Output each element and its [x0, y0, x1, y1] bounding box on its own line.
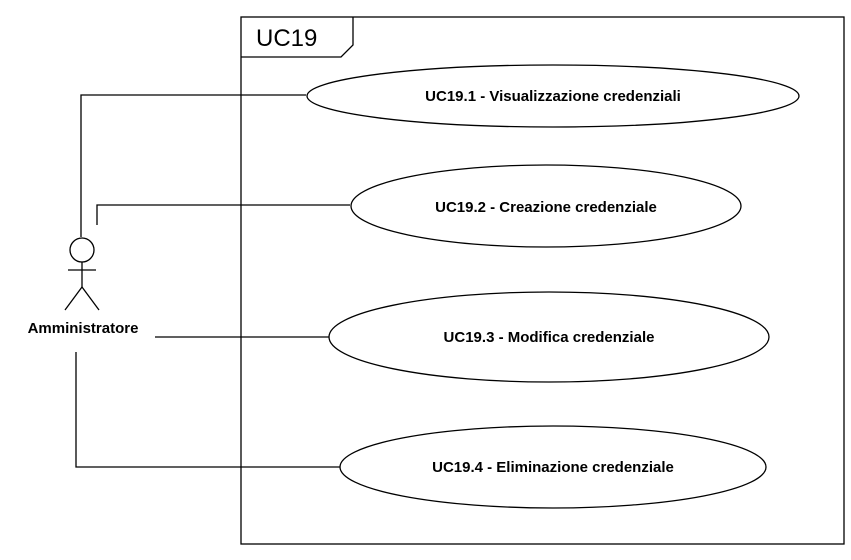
use-case-ellipse — [306, 64, 800, 128]
use-case-label: UC19.4 - Eliminazione credenziale — [432, 459, 674, 476]
association-uc19-4 — [75, 352, 341, 468]
actor-figure[interactable] — [64, 237, 100, 311]
use-case-ellipse — [339, 425, 767, 509]
association-uc19-1 — [80, 94, 306, 237]
actor-label: Amministratore — [28, 320, 139, 337]
use-case-uc19-4[interactable]: UC19.4 - Eliminazione credenziale — [339, 425, 767, 509]
system-boundary: UC19 — [240, 16, 845, 545]
use-case-ellipse — [328, 291, 770, 383]
use-case-ellipse — [350, 164, 742, 248]
use-case-label: UC19.2 - Creazione credenziale — [435, 199, 657, 216]
use-case-label: UC19.3 - Modifica credenziale — [444, 329, 655, 346]
use-case-label: UC19.1 - Visualizzazione credenziali — [425, 88, 681, 105]
use-case-uc19-3[interactable]: UC19.3 - Modifica credenziale — [328, 291, 770, 383]
actor-right-leg — [81, 286, 100, 311]
actor-left-leg — [64, 286, 83, 311]
frame-title-tab — [241, 17, 354, 58]
system-boundary-rect — [240, 16, 845, 545]
use-case-uc19-2[interactable]: UC19.2 - Creazione credenziale — [350, 164, 742, 248]
associations — [75, 94, 350, 468]
actor-head — [69, 237, 95, 263]
use-case-uc19-1[interactable]: UC19.1 - Visualizzazione credenziali — [306, 64, 800, 128]
association-uc19-2 — [96, 204, 350, 225]
frame-title: UC19 — [256, 25, 317, 52]
